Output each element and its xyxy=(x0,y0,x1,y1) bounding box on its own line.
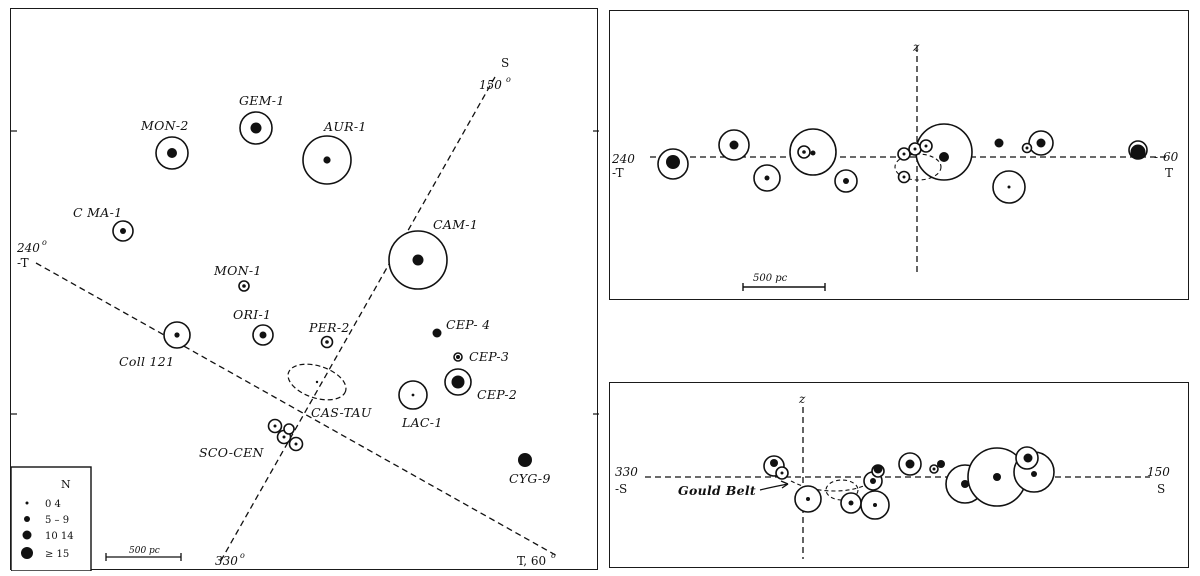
minus-t-label: -T xyxy=(17,256,29,270)
cma1-label: C MA-1 xyxy=(73,205,122,220)
degree-sign: o xyxy=(506,75,511,84)
legend-row-2: 10 14 xyxy=(45,531,74,542)
aur1-label: AUR-1 xyxy=(323,119,367,134)
scale-bar: 500 pc xyxy=(742,273,826,291)
scale-bar-label: 500 pc xyxy=(129,546,160,556)
degree-sign: o xyxy=(551,551,556,560)
yz-projection-panel: z 330 -S 150 S Gould Belt xyxy=(609,382,1189,568)
legend-row-1: 5 – 9 xyxy=(45,515,69,526)
ori1-label: ORI-1 xyxy=(233,307,271,322)
legend-row-3: ≥ 15 xyxy=(45,549,69,560)
legend-marker xyxy=(24,516,30,522)
scocen-label: SCO-CEN xyxy=(199,445,265,460)
scale-bar: 500 pc xyxy=(105,546,182,561)
cyg9-symbol xyxy=(518,453,532,467)
degree-sign: o xyxy=(240,551,245,560)
galactic-plane-map: S 150 o 240 o -T 330 o T, 60 o xyxy=(10,56,599,572)
z-axis-label: z xyxy=(912,40,920,54)
mon1-symbol xyxy=(238,280,250,292)
aur1-symbol xyxy=(302,135,352,185)
gem1-symbol xyxy=(239,111,273,145)
deg150-label: 150 xyxy=(479,78,502,92)
galactic-plane-panel: S 150 o 240 o -T 330 o T, 60 o xyxy=(10,8,599,572)
t-label: T xyxy=(1165,166,1173,180)
cep4-symbol xyxy=(432,328,442,338)
xz-projection-panel: z 240 -T - 60 T xyxy=(609,10,1189,300)
per2-symbol xyxy=(320,335,334,349)
scocen-symbol xyxy=(267,418,304,452)
cep3-symbol xyxy=(453,352,463,362)
deg240-label: 240 xyxy=(16,241,40,255)
cma1-symbol xyxy=(112,220,134,242)
cep3-label: CEP-3 xyxy=(469,349,509,364)
deg60-label: 60 xyxy=(1163,150,1179,164)
t-axis-line xyxy=(35,262,560,558)
deg240-label: 240 xyxy=(611,152,635,166)
minus-t-label: -T xyxy=(612,166,624,180)
t60-label: T, 60 xyxy=(517,554,546,568)
legend-title: N xyxy=(61,478,71,491)
degree-sign: o xyxy=(42,238,47,247)
legend-row-0: 0 4 xyxy=(45,499,61,510)
lac1-label: LAC-1 xyxy=(401,415,443,430)
deg330-label: 330 xyxy=(215,554,238,568)
cep4-label: CEP- 4 xyxy=(446,317,490,332)
deg150-label: 150 xyxy=(1147,465,1170,479)
castau-symbol xyxy=(287,363,347,401)
ori1-symbol xyxy=(252,324,274,346)
minus-s-label: -S xyxy=(615,482,627,496)
z-axis-label: z xyxy=(798,392,806,406)
cyg9-label: CYG-9 xyxy=(509,471,551,486)
s-axis-label: S xyxy=(501,56,509,70)
coll121-label: Coll 121 xyxy=(119,354,174,369)
minus-sign: - xyxy=(1154,150,1158,164)
legend-marker xyxy=(25,501,29,505)
castau-label: CAS-TAU xyxy=(311,405,372,420)
coll121-symbol xyxy=(163,321,191,349)
mon2-label: MON-2 xyxy=(140,118,189,133)
legend-marker xyxy=(21,547,33,559)
cam1-symbol xyxy=(388,230,448,290)
deg330-label: 330 xyxy=(615,465,638,479)
cep2-symbol xyxy=(444,368,472,396)
yz-symbols xyxy=(763,446,1055,520)
s-axis-line xyxy=(218,76,496,565)
mon1-label: MON-1 xyxy=(213,263,262,278)
per2-label: PER-2 xyxy=(308,320,350,335)
legend: N 0 4 5 – 9 10 14 ≥ 15 xyxy=(10,466,92,572)
cep2-label: CEP-2 xyxy=(477,387,517,402)
s-label: S xyxy=(1157,482,1165,496)
xz-symbols xyxy=(657,123,1148,204)
lac1-symbol xyxy=(398,380,428,410)
xz-projection-map: z 240 -T - 60 T xyxy=(611,40,1179,291)
gould-belt-arrow xyxy=(759,480,871,492)
legend-marker xyxy=(22,530,32,540)
gould-belt-label: Gould Belt xyxy=(678,483,756,498)
cam1-label: CAM-1 xyxy=(433,217,478,232)
scale-bar-label: 500 pc xyxy=(753,273,788,284)
mon2-symbol xyxy=(155,136,189,170)
yz-projection-map: z 330 -S 150 S Gould Belt xyxy=(615,392,1170,559)
gem1-label: GEM-1 xyxy=(239,93,285,108)
